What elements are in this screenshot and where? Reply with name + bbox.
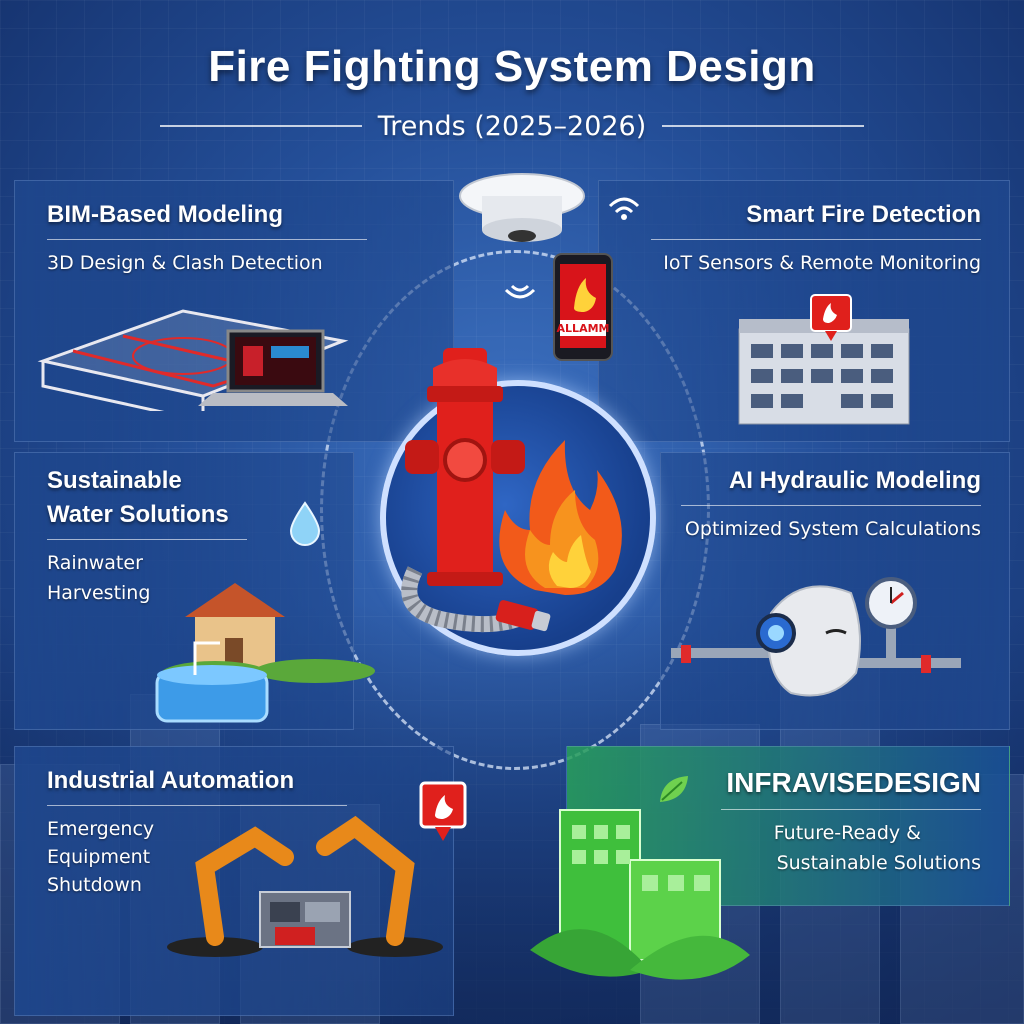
alarm-pin-icon <box>419 781 467 841</box>
ai-title: AI Hydraulic Modeling <box>728 467 981 494</box>
page-subtitle: Trends (2025–2026) <box>377 110 647 142</box>
subtitle-row: Trends (2025–2026) <box>160 108 865 144</box>
smart-description: IoT Sensors & Remote Monitoring <box>663 252 981 274</box>
subtitle-divider-left <box>160 125 362 127</box>
sustainable-title-line1: Sustainable <box>47 467 182 494</box>
wireless-signal-icon <box>504 284 536 299</box>
smart-building-icon <box>738 294 910 425</box>
smart-title: Smart Fire Detection <box>746 201 981 228</box>
wifi-signal-icon <box>608 197 640 220</box>
industrial-divider <box>47 805 347 806</box>
ai-divider <box>681 505 981 506</box>
brand-divider <box>721 809 981 810</box>
brand-tagline-line1: Future-Ready & <box>773 822 921 844</box>
panel-industrial-automation: Industrial Automation Emergency Equipmen… <box>14 746 467 1016</box>
bim-description: 3D Design & Clash Detection <box>47 252 323 274</box>
bim-model-laptop-icon <box>37 309 349 411</box>
fire-hydrant-flame-icon <box>401 348 622 633</box>
bim-divider <box>47 239 367 240</box>
industrial-desc-line2: Equipment <box>47 845 151 868</box>
sustainable-desc-line1: Rainwater <box>47 552 143 574</box>
bim-title: BIM-Based Modeling <box>47 201 284 228</box>
robot-arms-icon <box>167 815 443 957</box>
brand-tagline-line2: Sustainable Solutions <box>776 851 981 874</box>
ai-robot-pipes-icon <box>671 577 961 697</box>
water-drop-icon <box>289 501 321 546</box>
ai-description: Optimized System Calculations <box>684 518 981 540</box>
smart-divider <box>651 239 981 240</box>
panel-smart-fire-detection: Smart Fire Detection IoT Sensors & Remot… <box>598 180 1010 442</box>
industrial-desc-line1: Emergency <box>47 818 155 840</box>
house-tank-icon <box>155 583 375 723</box>
panel-sustainable-water: Sustainable Water Solutions Rainwater Ha… <box>14 452 375 730</box>
panel-bim-modeling: BIM-Based Modeling 3D Design & Clash Det… <box>14 180 454 442</box>
industrial-desc-line3: Shutdown <box>47 873 142 896</box>
phone-alert-icon: ALLAMM <box>553 253 613 361</box>
sustainable-divider <box>47 539 247 540</box>
sustainable-title-line2: Water Solutions <box>47 501 229 528</box>
green-buildings-icon <box>530 809 750 980</box>
leaf-icon <box>660 776 688 802</box>
phone-alarm-text: ALLAMM <box>557 322 610 335</box>
sustainable-desc-line2: Harvesting <box>47 581 151 604</box>
smoke-detector-icon <box>459 173 585 242</box>
industrial-title: Industrial Automation <box>47 767 295 794</box>
subtitle-divider-right <box>662 125 865 127</box>
brand-name: INFRAVISEDESIGN <box>726 767 981 798</box>
page-title: Fire Fighting System Design <box>208 42 816 91</box>
panel-ai-hydraulic: AI Hydraulic Modeling Optimized System C… <box>660 452 1010 730</box>
